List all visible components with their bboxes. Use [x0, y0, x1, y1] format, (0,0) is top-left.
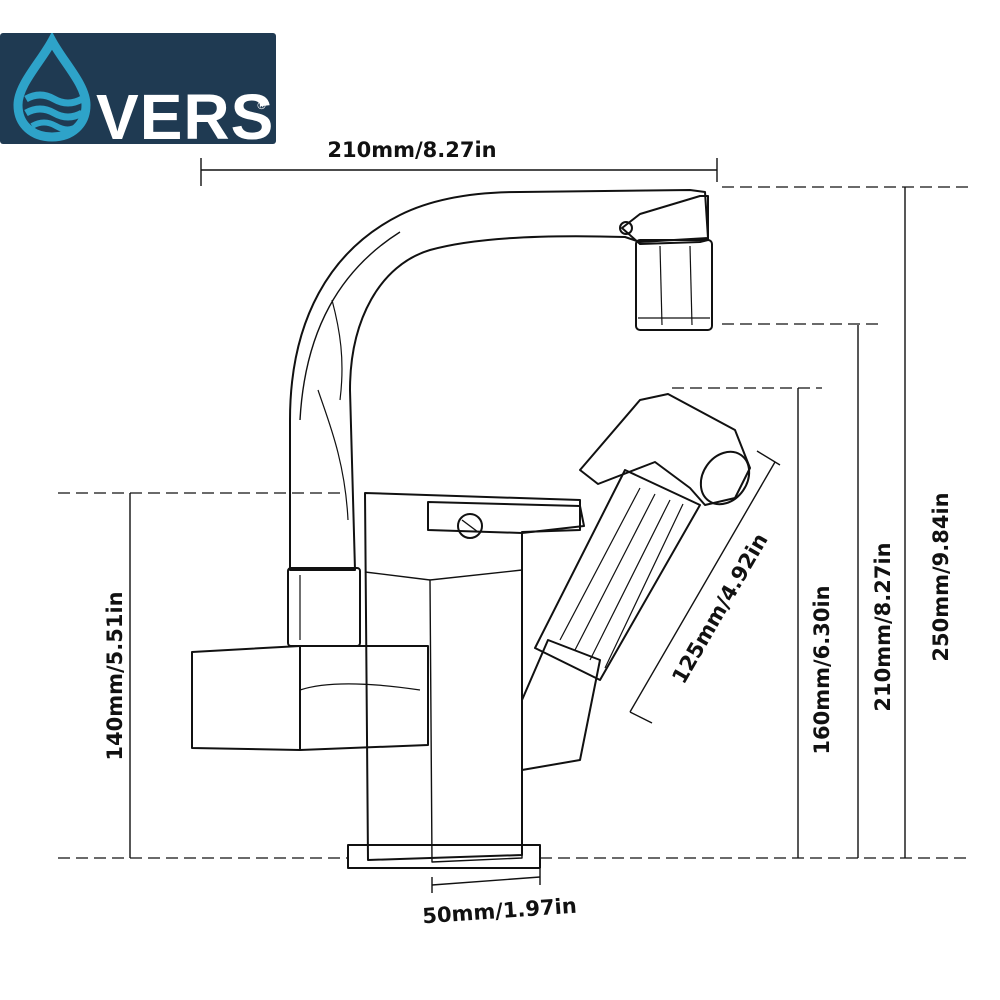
extension-lines [58, 186, 968, 859]
left-block [191, 645, 429, 751]
sprayer-length-tick-bottom [629, 711, 653, 724]
water-drop-icon [13, 33, 91, 142]
dimension-lines [129, 158, 906, 893]
sprayer-length-tick-top [756, 450, 781, 466]
sprayer-length-line [629, 461, 776, 713]
base-plate [347, 844, 541, 869]
total-height-label: 250mm/9.84in [929, 492, 953, 661]
spout-height-label: 210mm/8.27in [871, 542, 895, 711]
registered-mark: ® [256, 99, 267, 112]
sprayer-length-label: 125mm/4.92in [667, 529, 772, 688]
base-width-label: 50mm/1.97in [422, 894, 578, 929]
spout-reach-label: 210mm/8.27in [327, 138, 496, 162]
sprayer-neck [521, 639, 601, 771]
brand-name: VERSO [96, 81, 326, 153]
brand-logo: VERSO ® [0, 33, 324, 149]
faucet-drawing [191, 189, 751, 869]
spout-highlight [299, 231, 401, 421]
spout-collar [287, 567, 361, 647]
main-body [364, 492, 581, 861]
sprayer-height-label: 160mm/6.30in [810, 585, 834, 754]
lever-handle [427, 501, 585, 534]
lever-screw [457, 513, 483, 539]
sprayer-nozzle [699, 450, 751, 506]
body-height-label: 140mm/5.51in [103, 591, 127, 760]
sprayer-body [534, 469, 701, 681]
aerator [635, 239, 713, 331]
base-width-line [431, 876, 541, 886]
spout-button [619, 221, 633, 235]
aerator-collar [621, 195, 709, 245]
